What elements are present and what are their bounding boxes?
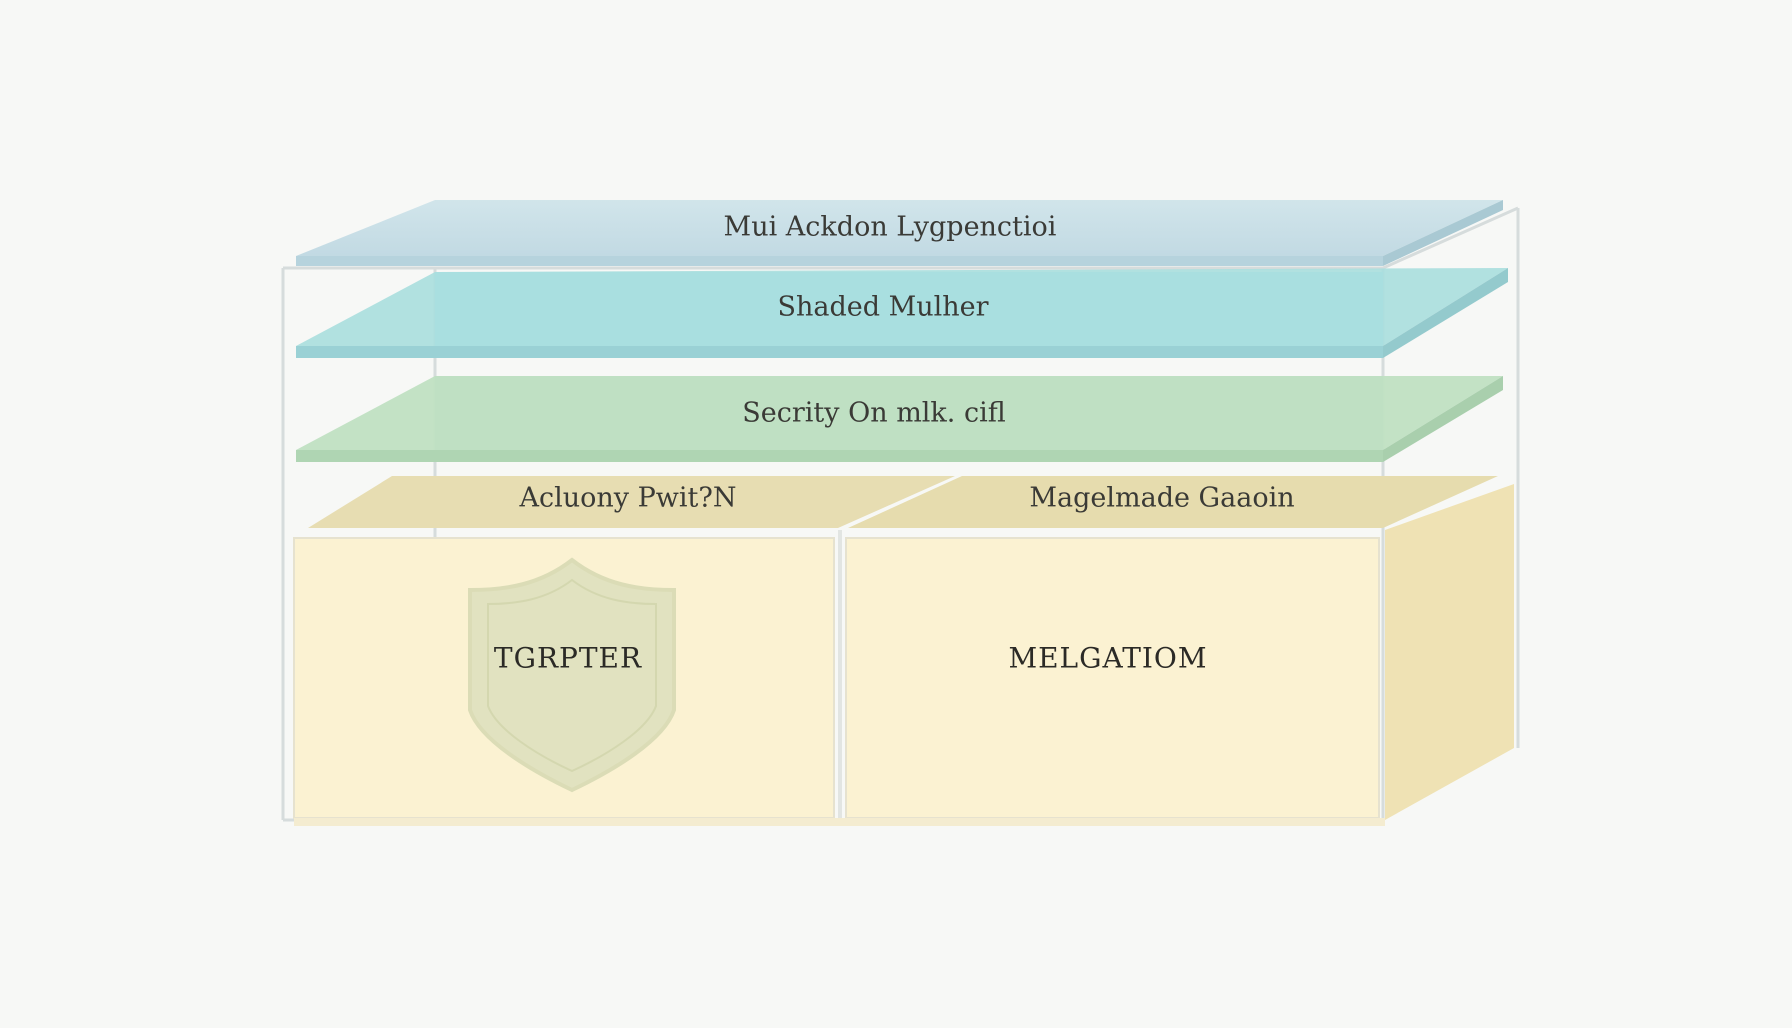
- layer-2-front-face: [435, 272, 1383, 346]
- base-bottom-edge: [294, 818, 1385, 826]
- layer-1-top-face: [296, 200, 1503, 256]
- base-caps: Acluony Pwit?N Magelmade Gaaoin: [308, 476, 1498, 528]
- shield-icon: [468, 557, 676, 793]
- right-cap-label: Magelmade Gaaoin: [1029, 483, 1294, 514]
- layer-1-side-edge: [1383, 200, 1503, 266]
- right-cap: [848, 476, 1498, 528]
- base-blocks: TGRPTER MELGATIOM: [293, 484, 1514, 826]
- right-block-label: MELGATIOM: [1008, 642, 1207, 675]
- layer-3-side-edge: [1383, 376, 1503, 462]
- layer-2-side-edge: [1383, 268, 1508, 358]
- layer-1-label: Mui Ackdon Lygpenctioi: [724, 212, 1057, 243]
- layer-2-front-edge: [296, 346, 1383, 358]
- layer-2-slab: Shaded Mulher: [296, 268, 1508, 358]
- base-side-face: [1385, 484, 1514, 820]
- layer-3-label: Secrity On mlk. cifl: [742, 398, 1005, 429]
- layer-3-front-face: [435, 376, 1383, 450]
- left-block-label: TGRPTER: [494, 642, 642, 675]
- left-cap-label: Acluony Pwit?N: [519, 483, 737, 514]
- layer-1-front-edge: [296, 256, 1383, 266]
- left-cap: [308, 476, 955, 528]
- layer-2-label: Shaded Mulher: [777, 292, 988, 323]
- layer-3-slab: Secrity On mlk. cifl: [296, 376, 1503, 462]
- layer-1-slab: Mui Ackdon Lygpenctioi: [296, 200, 1503, 266]
- shield-inner-outline: [487, 578, 657, 773]
- layer-3-front-edge: [296, 450, 1383, 462]
- right-block: [845, 537, 1380, 819]
